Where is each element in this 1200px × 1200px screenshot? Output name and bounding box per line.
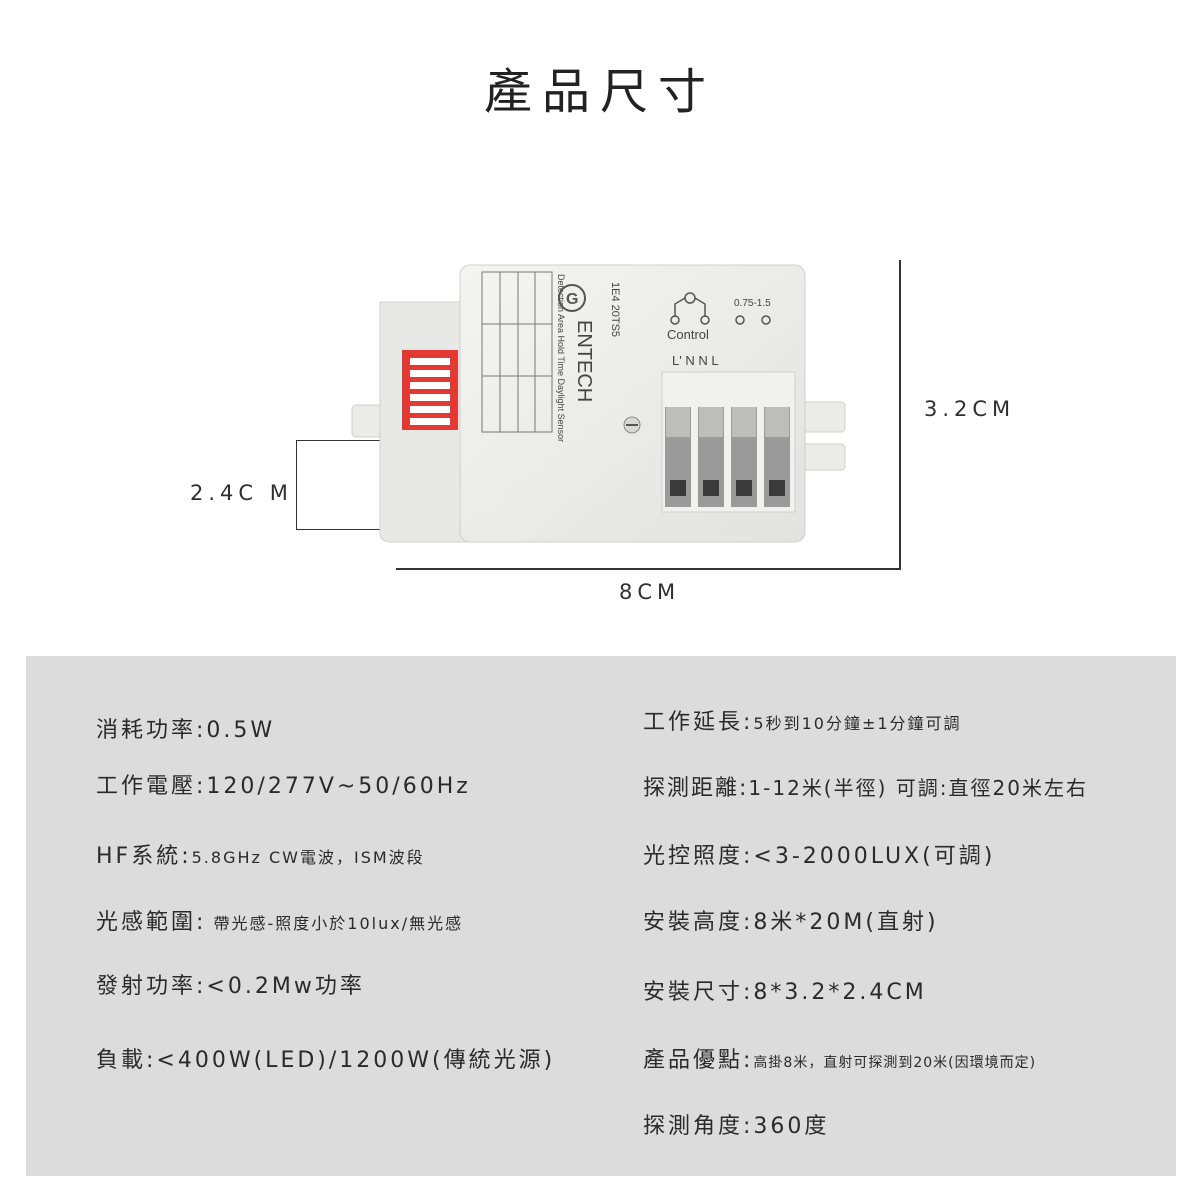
spec-detection-angle: 探測角度:360度 <box>643 1108 829 1140</box>
height-label: 3.2CM <box>924 397 1016 421</box>
spec-working-voltage: 工作電壓:120/277V~50/60Hz <box>96 768 471 800</box>
svg-text:1E4 20TS5: 1E4 20TS5 <box>609 282 621 337</box>
spec-value: 120/277V~50/60Hz <box>206 774 471 799</box>
spec-value: <3-2000LUX(可調) <box>753 844 996 869</box>
spec-key: 負載: <box>96 1048 157 1073</box>
spec-hf-system: HF系統:5.8GHz CW電波，ISM波段 <box>96 838 425 870</box>
spec-key: 安裝高度: <box>643 910 754 935</box>
svg-text:0.75-1.5: 0.75-1.5 <box>734 298 771 309</box>
spec-value: <0.2Mw功率 <box>206 974 365 999</box>
spec-value: 帶光感-照度小於10lux/無光感 <box>206 914 464 933</box>
spec-value: 8米*20M(直射) <box>753 910 939 935</box>
spec-install-height: 安裝高度:8米*20M(直射) <box>643 904 939 936</box>
svg-text:Detection Area Hold Time Day: Detection Area Hold Time Daylight Sensor <box>556 274 566 442</box>
svg-text:Control: Control <box>667 327 709 342</box>
spec-key: 光控照度: <box>643 844 754 869</box>
spec-key: 工作延長: <box>643 710 754 735</box>
spec-detection-distance: 探測距離:1-12米(半徑) 可調:直徑20米左右 <box>643 770 1088 802</box>
spec-key: 工作電壓: <box>96 774 207 799</box>
spec-value: 高掛8米，直射可探測到20米(因環境而定) <box>753 1055 1037 1071</box>
spec-key: 產品優點: <box>643 1048 754 1073</box>
spec-power-consumption: 消耗功率:0.5W <box>96 712 275 744</box>
sensor-device-image: Detection Area Hold Time Daylight Sensor… <box>350 262 870 562</box>
spec-key: 消耗功率: <box>96 718 207 743</box>
svg-text:L' N N L: L' N N L <box>672 353 719 368</box>
spec-key: 光感範圍: <box>96 910 207 935</box>
depth-label: 2.4C M <box>190 481 293 505</box>
spec-load: 負載:<400W(LED)/1200W(傳統光源) <box>96 1042 555 1074</box>
spec-key: 發射功率: <box>96 974 207 999</box>
spec-value: <400W(LED)/1200W(傳統光源) <box>156 1048 556 1073</box>
spec-value: 360度 <box>753 1114 830 1139</box>
spec-advantages: 產品優點:高掛8米，直射可探測到20米(因環境而定) <box>643 1042 1036 1074</box>
spec-transmit-power: 發射功率:<0.2Mw功率 <box>96 968 365 1000</box>
page-title: 產品尺寸 <box>483 64 716 120</box>
mount-tab-left <box>351 404 383 438</box>
width-dimension-line <box>396 568 901 570</box>
spec-light-range: 光感範圍: 帶光感-照度小於10lux/無光感 <box>96 904 463 936</box>
spec-value: 0.5W <box>206 718 276 743</box>
height-dimension-line <box>899 260 901 569</box>
spec-install-size: 安裝尺寸:8*3.2*2.4CM <box>643 974 927 1006</box>
svg-text:ENTECH: ENTECH <box>573 320 595 402</box>
spec-value: 5.8GHz CW電波，ISM波段 <box>191 848 425 867</box>
spec-value: 1-12米(半徑) 可調:直徑20米左右 <box>748 776 1088 800</box>
brand-logo <box>558 284 586 312</box>
spec-key: 探測距離: <box>643 776 749 801</box>
depth-dimension-vertical <box>296 440 297 530</box>
spec-value: 5秒到10分鐘±1分鐘可調 <box>753 714 962 733</box>
specification-panel: 消耗功率:0.5W 工作電壓:120/277V~50/60Hz HF系統:5.8… <box>26 656 1176 1176</box>
spec-key: HF系統: <box>96 844 192 869</box>
width-label: 8CM <box>619 580 681 604</box>
spec-value: 8*3.2*2.4CM <box>753 980 927 1005</box>
spec-hold-time: 工作延長:5秒到10分鐘±1分鐘可調 <box>643 704 962 736</box>
spec-light-control: 光控照度:<3-2000LUX(可調) <box>643 838 995 870</box>
svg-text:G: G <box>566 291 578 308</box>
spec-key: 探測角度: <box>643 1114 754 1139</box>
spec-key: 安裝尺寸: <box>643 980 754 1005</box>
